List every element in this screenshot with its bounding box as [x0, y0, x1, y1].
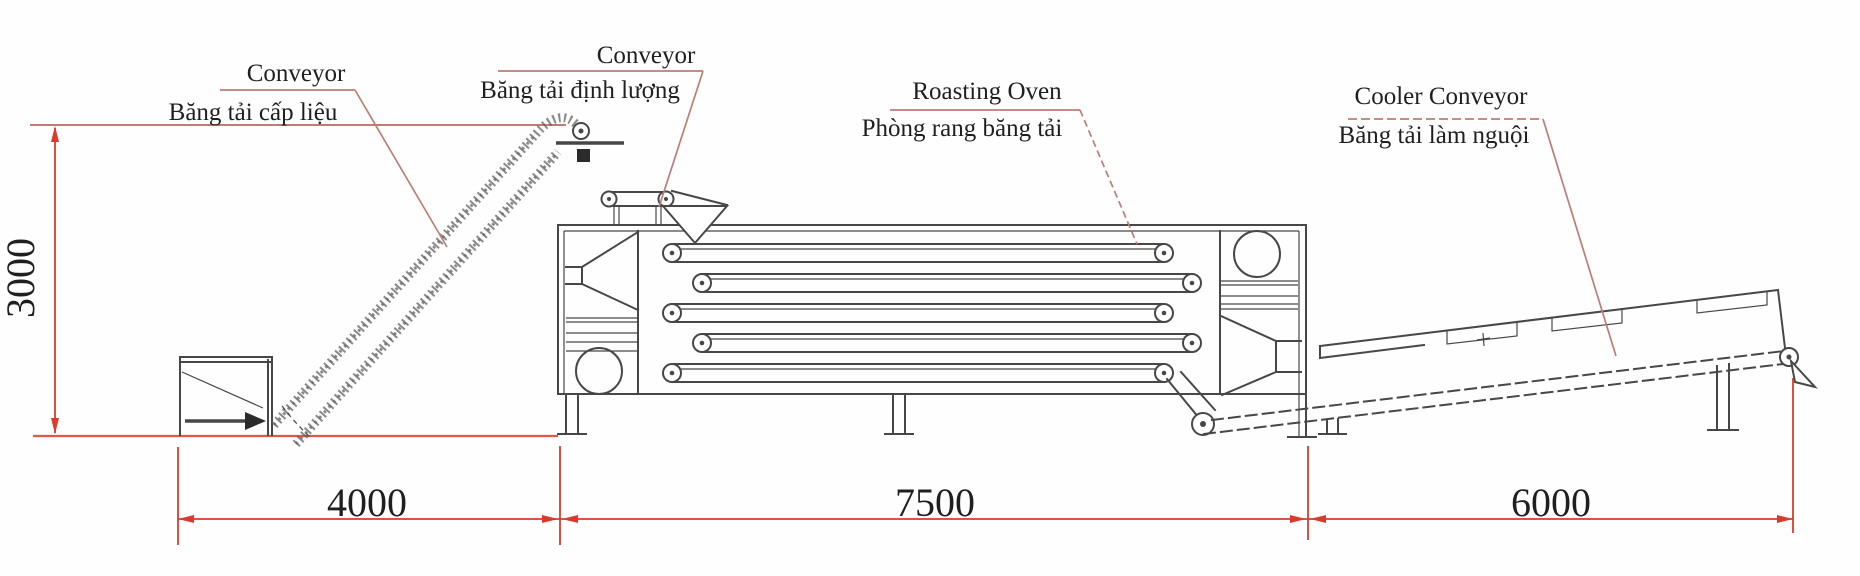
dimension-span-feed: 4000 — [327, 480, 407, 525]
cooler-cleat — [1446, 323, 1518, 345]
blower-fan-left — [575, 347, 623, 395]
discharge-chute — [1165, 370, 1217, 436]
dimension-height-value: 3000 — [0, 238, 43, 318]
cooler-discharge-flap — [1789, 357, 1819, 389]
callout-cooler-en: Cooler Conveyor — [1355, 83, 1529, 110]
feed-hopper — [179, 356, 273, 436]
hopper-slope — [181, 371, 264, 409]
callout-oven-en: Roasting Oven — [912, 78, 1062, 105]
heater-slats — [566, 317, 637, 352]
drive-motor — [577, 149, 590, 162]
feed-arrow-head — [245, 412, 266, 430]
callout-roasting-oven: Roasting Oven Phòng rang băng tải — [862, 78, 1138, 245]
blower-fan-right — [1233, 230, 1281, 278]
roasting-oven-drawing — [557, 224, 1317, 438]
dimension-span-oven: 7500 — [895, 480, 975, 525]
outlet-funnel — [1219, 314, 1302, 397]
callout-dosing-vi: Băng tải định lượng — [480, 77, 680, 104]
length-dimensions: 4000 7500 6000 — [177, 378, 1794, 545]
dosing-funnel — [660, 205, 730, 245]
callout-cooler-conveyor: Cooler Conveyor Băng tải làm nguội — [1339, 83, 1617, 357]
callout-feed-vi: Băng tải cấp liệu — [169, 99, 338, 126]
dimension-span-cooler: 6000 — [1511, 480, 1591, 525]
cooler-cleat — [1551, 310, 1623, 332]
inlet-funnel — [565, 230, 640, 312]
callout-oven-vi: Phòng rang băng tải — [862, 115, 1063, 142]
callout-cooler-vi: Băng tải làm nguội — [1339, 122, 1530, 149]
oven-inlet-chamber — [565, 230, 640, 395]
cooler-cross-mark — [1476, 332, 1491, 347]
callout-feed-en: Conveyor — [247, 60, 346, 87]
inclined-feed-conveyor — [270, 113, 624, 448]
cooler-frame — [1318, 288, 1787, 360]
callout-dosing-en: Conveyor — [597, 42, 696, 69]
oven-belt-layer — [662, 303, 1174, 323]
oven-belt-layer — [692, 273, 1202, 293]
oven-outlet-chamber — [1219, 230, 1302, 397]
cooler-conveyor — [1202, 288, 1819, 436]
oven-belt-layer — [662, 363, 1174, 383]
oven-belt-layer — [692, 333, 1202, 353]
cooler-cleat — [1696, 292, 1768, 314]
callout-feed-conveyor: Conveyor Băng tải cấp liệu — [169, 60, 448, 248]
callout-dosing-conveyor: Conveyor Băng tải định lượng — [480, 42, 704, 208]
oven-legs — [557, 393, 914, 435]
cooler-leg-left — [1318, 418, 1347, 435]
heater-slats-right — [1221, 280, 1298, 310]
dosing-conveyor — [600, 189, 730, 245]
cooler-leg-right — [1707, 363, 1739, 431]
dosing-supports — [613, 206, 662, 224]
height-dimension: 3000 — [0, 126, 59, 434]
oven-belt-layer — [662, 243, 1174, 263]
